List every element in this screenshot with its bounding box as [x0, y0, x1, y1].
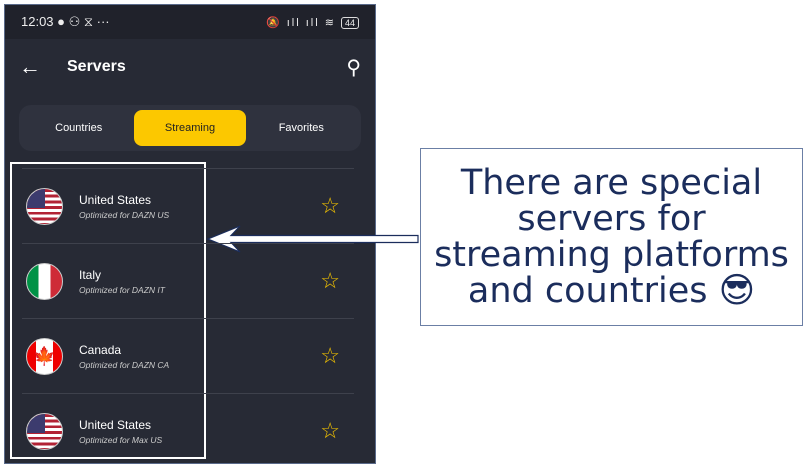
favorite-star-icon[interactable]: ☆	[320, 268, 340, 293]
server-row[interactable]: United States Optimized for Max US ☆	[22, 393, 354, 468]
server-description: Optimized for DAZN CA	[79, 359, 170, 370]
favorite-star-icon[interactable]: ☆	[320, 193, 340, 218]
server-row[interactable]: Italy Optimized for DAZN IT ☆	[22, 243, 354, 318]
flag-us-icon	[26, 187, 63, 225]
status-time: 12:03	[21, 14, 54, 29]
tab-favorites[interactable]: Favorites	[278, 122, 324, 134]
favorite-star-icon[interactable]: ☆	[320, 418, 340, 443]
server-name: United States	[79, 192, 152, 207]
favorite-star-icon[interactable]: ☆	[320, 343, 340, 368]
battery-icon: 44	[340, 16, 359, 29]
status-bar: 12:03 ● ⚇ ⧖ ··· 🔕 ıll ıll ≋ 44	[5, 5, 375, 39]
server-name: Italy	[79, 267, 102, 282]
flag-us-icon	[26, 412, 63, 450]
callout-box: There are special servers for streaming …	[420, 148, 803, 326]
server-description: Optimized for Max US	[79, 434, 163, 445]
server-list: United States Optimized for DAZN US ☆ It…	[22, 168, 354, 468]
app-bar: ← Servers ⚲	[5, 39, 375, 95]
tab-countries[interactable]: Countries	[55, 122, 103, 134]
flag-ca-icon: 🍁	[26, 337, 63, 375]
server-description: Optimized for DAZN IT	[79, 284, 165, 295]
flag-it-icon	[26, 262, 63, 300]
back-arrow-icon[interactable]: ←	[19, 54, 41, 79]
server-description: Optimized for DAZN US	[79, 209, 170, 220]
tab-streaming[interactable]: Streaming	[134, 110, 246, 146]
notification-icons: ● ⚇ ⧖ ···	[57, 14, 110, 29]
server-row[interactable]: United States Optimized for DAZN US ☆	[22, 168, 354, 243]
callout-text: There are special servers for streaming …	[434, 163, 789, 311]
server-row[interactable]: 🍁 Canada Optimized for DAZN CA ☆	[22, 318, 354, 393]
arrow-icon	[206, 225, 419, 253]
search-icon[interactable]: ⚲	[346, 56, 361, 79]
server-name: United States	[79, 417, 152, 432]
page-title: Servers	[67, 58, 126, 75]
phone-screen: 12:03 ● ⚇ ⧖ ··· 🔕 ıll ıll ≋ 44 ← Servers…	[4, 4, 376, 464]
server-tabs: Countries Streaming Favorites	[19, 105, 361, 151]
signal-icons: 🔕 ıll ıll ≋	[265, 16, 336, 29]
server-name: Canada	[79, 342, 122, 357]
